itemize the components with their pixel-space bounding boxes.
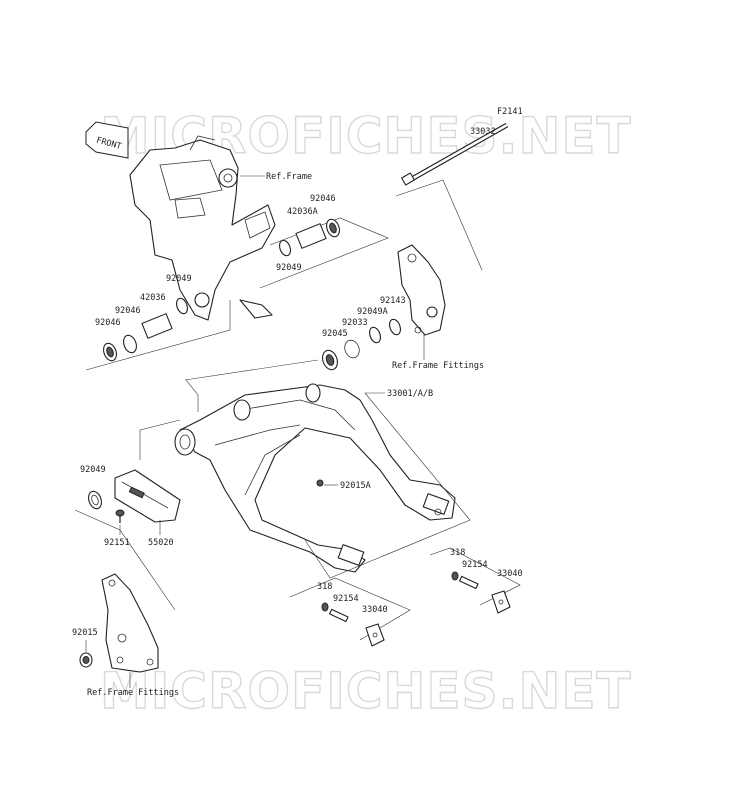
label-92049-c: 92049 bbox=[80, 465, 106, 475]
label-92049-a: 92049 bbox=[166, 274, 192, 284]
bearing-92046-upper bbox=[326, 218, 340, 238]
seal-92049-upper bbox=[279, 239, 291, 257]
bearing-92045 bbox=[322, 349, 338, 371]
frame-fitting-plate-lower bbox=[101, 573, 159, 673]
label-42036: 42036 bbox=[140, 293, 166, 303]
washer-318-b bbox=[451, 571, 459, 581]
label-33032: 33032 bbox=[470, 127, 496, 137]
front-arrow-icon: FRONT bbox=[85, 121, 129, 159]
label-42036a: 42036A bbox=[287, 207, 318, 217]
nut-92015 bbox=[79, 652, 93, 668]
frame-part bbox=[129, 135, 276, 321]
label-92033: 92033 bbox=[342, 318, 368, 328]
label-92046-a: 92046 bbox=[310, 194, 336, 204]
label-318-b: 318 bbox=[450, 548, 465, 558]
washer-318-a bbox=[321, 602, 329, 612]
circlip-92033 bbox=[344, 339, 360, 359]
label-92151: 92151 bbox=[104, 538, 130, 548]
label-92015: 92015 bbox=[72, 628, 98, 638]
collar-92143 bbox=[389, 318, 401, 336]
label-ref-frame-fittings-b: Ref.Frame Fittings bbox=[87, 688, 179, 698]
swingarm-33001 bbox=[174, 383, 456, 573]
label-92049-b: 92049 bbox=[276, 263, 302, 273]
label-92046-c: 92046 bbox=[95, 318, 121, 328]
label-92154-b: 92154 bbox=[462, 560, 488, 570]
label-92154-a: 92154 bbox=[333, 594, 359, 604]
label-92045: 92045 bbox=[322, 329, 348, 339]
bolt-92154-a bbox=[329, 608, 349, 623]
label-ref-frame: Ref.Frame bbox=[266, 172, 312, 182]
block-33040-a bbox=[365, 623, 385, 647]
label-f2141: F2141 bbox=[497, 107, 523, 117]
label-318-a: 318 bbox=[317, 582, 332, 592]
label-55020: 55020 bbox=[148, 538, 174, 548]
bolt-92154-b bbox=[459, 575, 479, 590]
screw-92151 bbox=[115, 509, 125, 523]
frame-fitting-plate-upper bbox=[397, 244, 446, 336]
label-92049a: 92049A bbox=[357, 307, 388, 317]
label-92143: 92143 bbox=[380, 296, 406, 306]
sleeve-42036 bbox=[141, 313, 173, 339]
shaft-33032 bbox=[401, 122, 509, 186]
label-92046-b: 92046 bbox=[115, 306, 141, 316]
bearing-92046-left-2 bbox=[123, 334, 137, 354]
block-33040-b bbox=[491, 590, 511, 614]
seal-92049-guide bbox=[88, 490, 102, 510]
label-92015a: 92015A bbox=[340, 481, 371, 491]
label-33001: 33001/A/B bbox=[387, 389, 433, 399]
label-33040-b: 33040 bbox=[497, 569, 523, 579]
bushing-42036a bbox=[295, 223, 327, 249]
seal-92049a bbox=[369, 326, 381, 344]
bearing-92046-left bbox=[103, 342, 117, 362]
seal-92049-left bbox=[176, 297, 188, 315]
label-ref-frame-fittings-a: Ref.Frame Fittings bbox=[392, 361, 484, 371]
label-33040-a: 33040 bbox=[362, 605, 388, 615]
chain-guide-55020 bbox=[114, 469, 181, 523]
watermark-bottom: MICROFICHES.NET bbox=[100, 662, 632, 720]
